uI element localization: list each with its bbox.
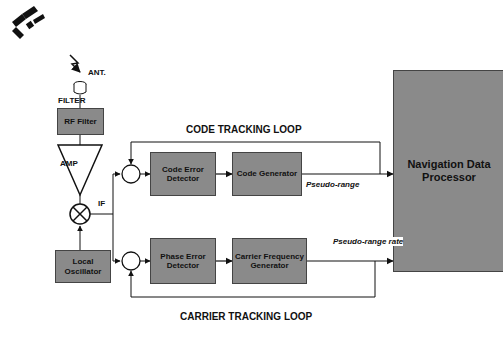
loop-title: CODE TRACKING LOOP [186,124,302,135]
wire [113,261,120,262]
signal-connector [302,173,393,174]
output-label: Pseudo-range [306,180,359,189]
oscillator-box: Local Oscillator [55,250,111,283]
summing-junction [122,252,140,270]
box-text: RF Filter [64,117,96,126]
wire [80,135,81,145]
summing-junction [122,165,140,183]
generator-box: Carrier Frequency Generator [232,238,307,284]
box-text: Navigation Data Processor [394,158,503,183]
component-label: AMP [60,159,78,168]
signal-bolt [70,55,80,72]
box-text: Carrier Frequency Generator [233,252,306,270]
if-bus [113,174,114,261]
amplifier-symbol [58,145,102,195]
generator-box: Code Generator [232,152,302,196]
mixer-symbol [70,204,90,224]
lo-wire [80,226,81,250]
wire [113,174,120,175]
output-label: Pseudo-range rate [333,237,403,246]
signal-label: IF [98,199,105,208]
wire [140,261,150,262]
signal-connector [216,173,232,174]
loop-title: CARRIER TRACKING LOOP [180,311,312,322]
signal-connector [307,260,393,261]
detector-box: Code Error Detector [150,152,216,196]
box-text: Code Generator [237,169,297,178]
box-text: Code Error Detector [151,165,215,183]
processor-box: Navigation Data Processor [393,70,503,272]
detector-box: Phase Error Detector [150,238,216,284]
box-text: Phase Error Detector [151,252,215,270]
wire [80,195,81,204]
wire [140,174,150,175]
filter-box: RF Filter [57,108,104,135]
signal-connector [216,260,232,261]
satellite-icon [12,6,45,39]
box-text: Local Oscillator [56,257,110,275]
component-label: FILTER [58,96,85,105]
antenna-label: ANT. [88,68,106,77]
if-wire [90,214,113,215]
